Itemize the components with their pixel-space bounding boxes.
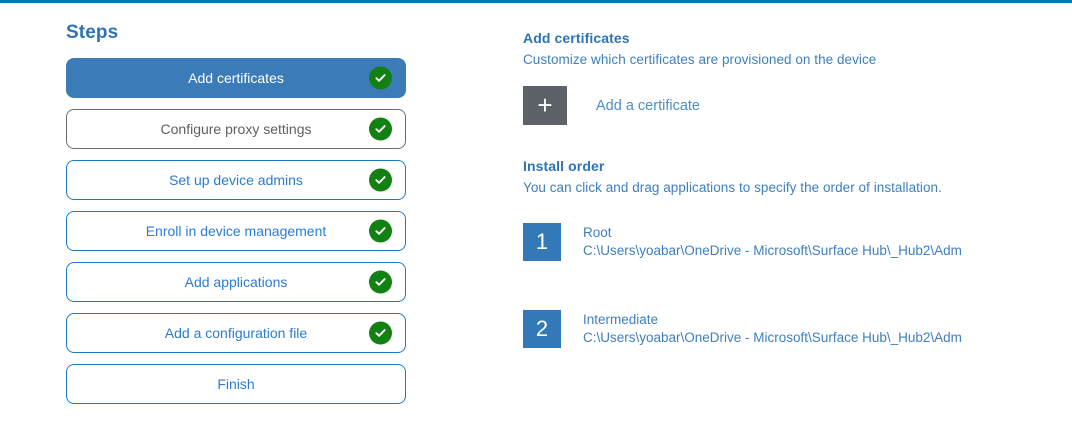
install-order-path: C:\Users\yoabar\OneDrive - Microsoft\Sur… [583, 243, 962, 258]
step-button-configure-proxy-settings[interactable]: Configure proxy settings [66, 109, 406, 149]
step-complete-check-icon [369, 270, 392, 294]
step-button-finish[interactable]: Finish [66, 364, 406, 404]
step-complete-check-icon [369, 168, 392, 192]
top-accent-bar [0, 0, 1072, 3]
step-complete-check-icon [369, 219, 392, 243]
install-order-section: Install order You can click and drag app… [523, 158, 1053, 348]
install-order-name: Intermediate [583, 311, 659, 327]
install-order-name: Root [583, 224, 612, 240]
detail-heading: Add certificates [523, 30, 630, 46]
install-order-path: C:\Users\yoabar\OneDrive - Microsoft\Sur… [583, 330, 962, 345]
install-order-description: You can click and drag applications to s… [523, 180, 942, 195]
step-label: Enroll in device management [145, 223, 327, 239]
step-label: Add applications [184, 274, 288, 290]
step-button-enroll-in-device-management[interactable]: Enroll in device management [66, 211, 406, 251]
step-complete-check-icon [369, 321, 392, 345]
step-label: Finish [217, 376, 255, 392]
step-label: Add certificates [188, 70, 284, 86]
install-order-index: 2 [523, 310, 561, 348]
step-complete-check-icon [369, 117, 392, 141]
plus-glyph: + [537, 89, 553, 120]
step-button-set-up-device-admins[interactable]: Set up device admins [66, 160, 406, 200]
step-label: Set up device admins [169, 172, 303, 188]
step-button-add-certificates[interactable]: Add certificates [66, 58, 406, 98]
plus-icon[interactable]: + [523, 86, 567, 125]
add-certificate-button[interactable]: + Add a certificate [523, 86, 700, 125]
install-order-heading: Install order [523, 158, 605, 174]
add-certificate-label: Add a certificate [596, 97, 700, 114]
detail-subtitle: Customize which certificates are provisi… [523, 52, 877, 67]
step-button-add-applications[interactable]: Add applications [66, 262, 406, 302]
install-order-index: 1 [523, 223, 561, 261]
step-button-add-a-configuration-file[interactable]: Add a configuration file [66, 313, 406, 353]
step-label: Add a configuration file [164, 325, 308, 341]
steps-heading: Steps [66, 22, 119, 43]
detail-panel: Add certificates Customize which certifi… [523, 30, 1053, 348]
step-label: Configure proxy settings [160, 121, 312, 137]
step-complete-check-icon [369, 66, 392, 90]
